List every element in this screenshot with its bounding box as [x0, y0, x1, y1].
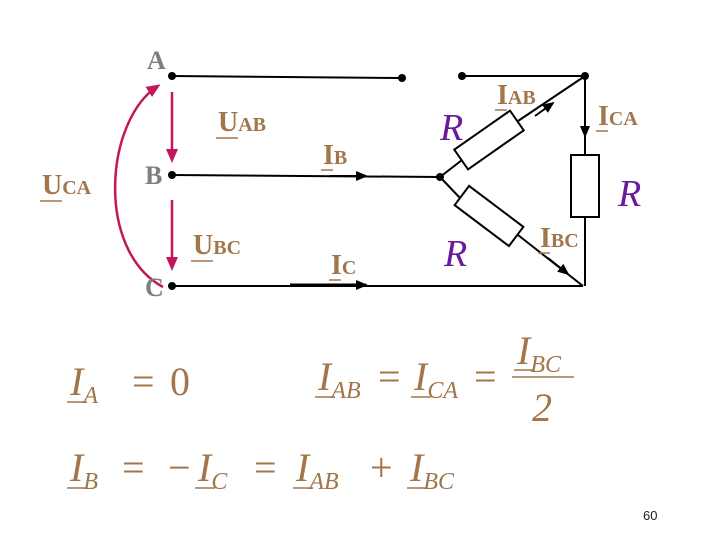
svg-text:UBC: UBC	[193, 230, 241, 261]
resistor-label-bc: R	[443, 233, 467, 275]
svg-text:IAB = ICA =: IAB = ICA =	[317, 354, 497, 404]
svg-text:IAB: IAB	[497, 80, 536, 111]
resistor-ab	[452, 109, 526, 171]
svg-text:IBC: IBC	[540, 223, 579, 254]
node-label-c: C	[145, 273, 164, 302]
wire-ab-upper	[517, 75, 586, 122]
svg-text:IB = − IC: IB = − IC = IAB + IBC	[69, 445, 455, 495]
page-number: 60	[643, 508, 657, 523]
arrow-ibc	[547, 257, 570, 276]
break-dot-right	[458, 72, 466, 80]
arrow-uca	[113, 84, 164, 289]
voltage-label-ubc: UBC	[191, 230, 241, 262]
resistor-label-ab: R	[439, 107, 463, 149]
current-arrows	[290, 100, 590, 290]
node-label-b: B	[145, 161, 162, 190]
svg-text:UAB: UAB	[218, 107, 266, 138]
current-label-ic: IC	[329, 250, 356, 281]
svg-text:IB: IB	[323, 140, 347, 171]
node-dot-a	[168, 72, 176, 80]
svg-text:IA = 0: IA = 0	[69, 359, 190, 409]
svg-text:IBC: IBC	[516, 328, 562, 378]
line-b	[171, 174, 441, 178]
resistor-label-ca: R	[617, 173, 641, 215]
svg-text:ICA: ICA	[598, 101, 638, 132]
wire-ab-lower	[439, 159, 463, 178]
formula-ib: IB = − IC = IAB + IBC	[67, 445, 455, 495]
current-label-iab: IAB	[495, 80, 536, 111]
node-dot-b	[168, 171, 176, 179]
current-label-ica: ICA	[596, 101, 638, 132]
voltage-label-uab: UAB	[216, 107, 266, 139]
svg-text:UCA: UCA	[42, 170, 92, 201]
wire-bc-upper	[439, 176, 461, 199]
svg-text:IC: IC	[331, 250, 356, 281]
delta-vertex-top	[581, 72, 589, 80]
arrow-iab	[534, 101, 555, 117]
svg-text:2: 2	[532, 385, 552, 430]
formula-iab-ica: IAB = ICA = IBC 2	[315, 328, 574, 430]
wires	[169, 75, 586, 287]
node-dot-c	[168, 282, 176, 290]
current-label-ibc: IBC	[538, 223, 579, 254]
node-label-a: A	[147, 46, 166, 75]
resistor-ca	[570, 154, 600, 218]
resistors	[452, 109, 600, 248]
voltage-label-uca: UCA	[40, 170, 92, 202]
current-label-ib: IB	[321, 140, 347, 171]
junction-dots	[168, 72, 589, 290]
break-dot-left	[398, 74, 406, 82]
formula-ia: IA = 0	[67, 359, 190, 409]
resistor-bc	[453, 184, 525, 248]
line-a-left	[169, 75, 403, 79]
voltage-arrows	[113, 84, 178, 289]
delta-vertex-left	[436, 173, 444, 181]
